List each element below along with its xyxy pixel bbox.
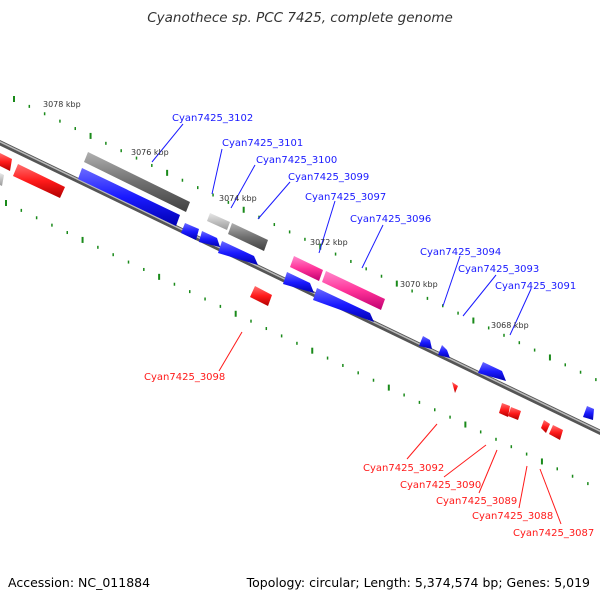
gene-arrow-3097[interactable]: [283, 272, 314, 293]
gene-box-3100[interactable]: [228, 223, 268, 251]
gene-label-3092[interactable]: Cyan7425_3092: [363, 463, 444, 474]
forward-gene-labels: Cyan7425_3102 Cyan7425_3101 Cyan7425_310…: [172, 113, 576, 292]
gene-arrow-3087[interactable]: [549, 425, 563, 440]
gene-arrow-3098[interactable]: [250, 286, 272, 306]
gene-arrow-3096[interactable]: [313, 288, 374, 322]
gene-box-edge-left: [0, 173, 4, 186]
gene-arrow-3088[interactable]: [541, 420, 550, 433]
gene-arrow-edge-left[interactable]: [0, 153, 12, 171]
gene-arrow-3089[interactable]: [508, 407, 521, 420]
gene-box-3101[interactable]: [207, 213, 230, 230]
gene-label-3100[interactable]: Cyan7425_3100: [256, 155, 337, 166]
gene-label-3088[interactable]: Cyan7425_3088: [472, 511, 553, 522]
reverse-label-leaders: [218, 331, 562, 525]
gene-label-3087[interactable]: Cyan7425_3087: [513, 528, 594, 539]
gene-label-3097[interactable]: Cyan7425_3097: [305, 192, 386, 203]
gene-rna-3096[interactable]: [322, 271, 385, 310]
gene-arrow-3094[interactable]: [419, 336, 432, 349]
forward-strand-features: [78, 152, 594, 420]
gene-arrow-3091[interactable]: [478, 362, 506, 381]
gene-arrow-edge[interactable]: [583, 406, 594, 420]
gene-arrow-left[interactable]: [13, 164, 65, 198]
gene-box-3102[interactable]: [84, 152, 190, 212]
gene-label-3102[interactable]: Cyan7425_3102: [172, 113, 253, 124]
scale-labels: 3078 kbp 3076 kbp 3074 kbp 3072 kbp 3070…: [43, 100, 529, 330]
gene-label-3093[interactable]: Cyan7425_3093: [458, 264, 539, 275]
scale-label: 3070 kbp: [400, 280, 438, 289]
gene-arrow-3100[interactable]: [199, 231, 220, 247]
gene-label-3099[interactable]: Cyan7425_3099: [288, 172, 369, 183]
gene-label-3101[interactable]: Cyan7425_3101: [222, 138, 303, 149]
scale-ticks-inner: [5, 200, 589, 486]
scale-label: 3074 kbp: [219, 194, 257, 203]
reverse-gene-labels: Cyan7425_3098 Cyan7425_3092 Cyan7425_309…: [144, 372, 594, 539]
gene-label-3091[interactable]: Cyan7425_3091: [495, 281, 576, 292]
scale-label: 3078 kbp: [43, 100, 81, 109]
topology-text: Topology: circular; Length: 5,374,574 bp…: [246, 575, 590, 590]
accession-text: Accession: NC_011884: [8, 575, 151, 590]
scale-label: 3068 kbp: [491, 321, 529, 330]
gene-arrow-3101[interactable]: [181, 223, 199, 240]
scale-ticks-outer: [13, 96, 597, 382]
gene-arrow-3099[interactable]: [218, 241, 258, 265]
scale-label: 3076 kbp: [131, 148, 169, 157]
forward-label-leaders: [151, 123, 532, 336]
gene-label-3098[interactable]: Cyan7425_3098: [144, 372, 225, 383]
map-title: Cyanothece sp. PCC 7425, complete genome: [147, 10, 453, 26]
gene-label-3090[interactable]: Cyan7425_3090: [400, 480, 481, 491]
gene-arrow-3093[interactable]: [438, 345, 450, 358]
gene-rna-3097[interactable]: [290, 256, 323, 281]
gene-label-3094[interactable]: Cyan7425_3094: [420, 247, 501, 258]
gene-arrow-3090[interactable]: [499, 403, 510, 417]
gene-arrow-3102[interactable]: [78, 168, 180, 226]
gene-label-3089[interactable]: Cyan7425_3089: [436, 496, 517, 507]
scale-label: 3072 kbp: [310, 238, 348, 247]
gene-arrow-3092[interactable]: [452, 382, 458, 393]
reverse-strand-features: [0, 153, 563, 440]
gene-label-3096[interactable]: Cyan7425_3096: [350, 214, 431, 225]
